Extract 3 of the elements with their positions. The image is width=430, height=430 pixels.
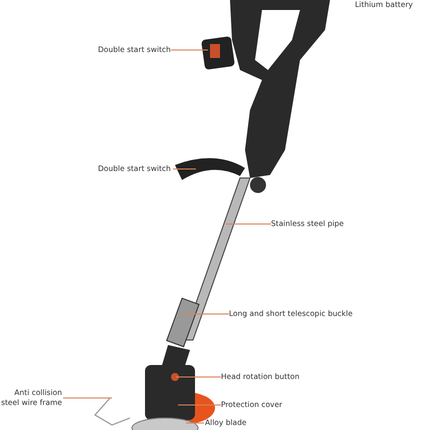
leader-line: [172, 168, 196, 170]
leader-line: [186, 422, 204, 424]
leader-line: [176, 376, 222, 378]
